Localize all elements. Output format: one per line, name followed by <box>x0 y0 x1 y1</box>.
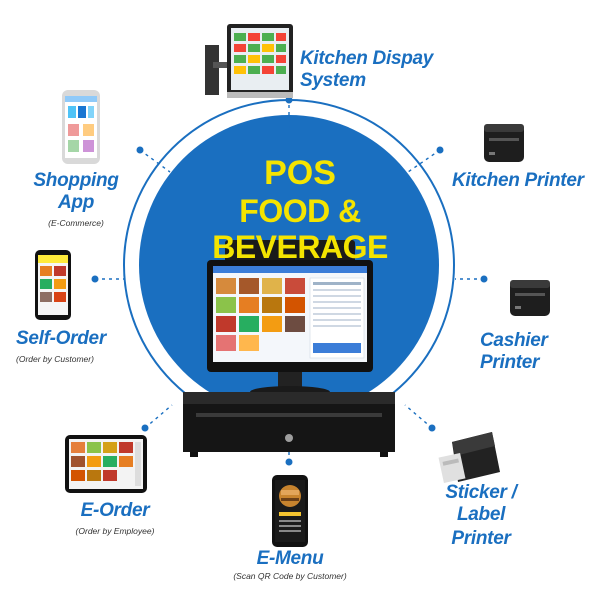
dot-eorder <box>141 424 149 432</box>
sticker-printer-label-line2: Printer <box>451 528 511 549</box>
kitchen-display-label-line2: System <box>300 70 366 91</box>
shopping-app-phone-icon <box>62 90 100 164</box>
dot-shopping-app <box>136 146 144 154</box>
emenu-phone-icon <box>272 475 308 547</box>
emenu-label: E-Menu (Scan QR Code by Customer) <box>210 548 370 581</box>
sticker-printer-label-line1: Sticker / Label <box>445 482 517 525</box>
shopping-app-sublabel: (E-Commerce) <box>48 218 104 228</box>
connector-sticker-printer <box>404 404 433 429</box>
kitchen-printer-label-text: Kitchen Printer <box>452 170 584 191</box>
dot-kitchen-display <box>285 96 293 104</box>
label-printer-icon <box>438 432 500 484</box>
self-order-phone-icon <box>35 250 71 320</box>
center-title-line1: POS <box>264 154 336 192</box>
eorder-label-text: E-Order <box>80 500 150 521</box>
sticker-printer-label: Sticker / Label Printer <box>420 482 542 550</box>
eorder-label: E-Order (Order by Employee) <box>60 500 170 536</box>
connector-eorder <box>144 404 173 429</box>
dot-cashier-printer <box>480 275 488 283</box>
eorder-sublabel: (Order by Employee) <box>75 526 155 536</box>
shopping-app-label: Shopping App (E-Commerce) <box>20 170 132 228</box>
dot-self-order <box>91 275 99 283</box>
self-order-label: Self-Order (Order by Customer) <box>16 328 106 364</box>
kitchen-printer-icon <box>484 124 524 162</box>
cash-drawer-icon <box>183 392 395 457</box>
self-order-sublabel: (Order by Customer) <box>16 354 94 364</box>
cashier-printer-icon <box>510 280 550 316</box>
kitchen-display-label: Kitchen Dispay System <box>300 48 433 92</box>
wall-mounted-touch-monitor-icon <box>205 24 293 98</box>
cashier-printer-label: Cashier Printer <box>480 330 600 374</box>
kitchen-printer-label: Kitchen Printer <box>452 170 584 192</box>
kitchen-display-label-line1: Kitchen Dispay <box>300 48 434 69</box>
cashier-printer-label-text: Cashier Printer <box>480 330 548 373</box>
dot-kitchen-printer <box>436 146 444 154</box>
emenu-sublabel: (Scan QR Code by Customer) <box>233 571 347 581</box>
self-order-label-text: Self-Order <box>16 328 106 349</box>
emenu-label-text: E-Menu <box>256 548 324 569</box>
dot-emenu <box>285 458 293 466</box>
eorder-tablet-icon <box>65 435 147 493</box>
dual-screen-pos-terminal-icon <box>207 240 373 398</box>
dot-sticker-printer <box>428 424 436 432</box>
center-title-line2: FOOD & BEVERAGE <box>212 193 388 265</box>
shopping-app-label-text: Shopping App <box>33 170 119 213</box>
